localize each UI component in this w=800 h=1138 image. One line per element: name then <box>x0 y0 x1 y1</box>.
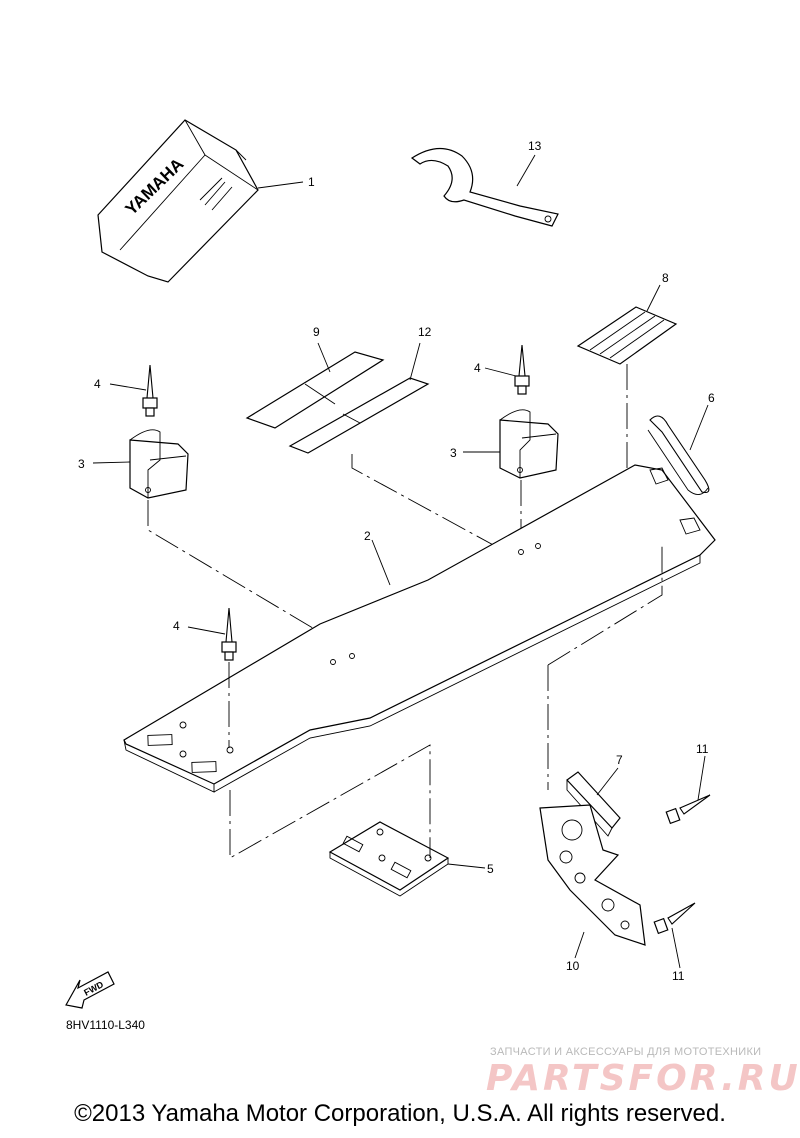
part-5-plate <box>328 821 450 897</box>
callout-10: 10 <box>566 959 580 973</box>
part-3-bracket-right <box>499 409 559 479</box>
part-6-clip <box>647 415 710 495</box>
copyright-notice: ©2013 Yamaha Motor Corporation, U.S.A. A… <box>74 1100 726 1127</box>
watermark-tagline: ЗАПЧАСТИ И АКСЕССУАРЫ ДЛЯ МОТОТЕХНИКИ <box>490 1046 762 1058</box>
part-3-bracket-left <box>129 429 189 499</box>
part-9-label <box>245 351 385 429</box>
callout-11-upper: 11 <box>696 742 709 756</box>
callout-5: 5 <box>487 862 494 876</box>
watermark-logo: PARTSFOR.RU <box>486 1058 800 1099</box>
callout-7: 7 <box>616 753 623 767</box>
part-1-cover: YAMAHA <box>97 119 259 283</box>
callout-2: 2 <box>364 529 371 543</box>
part-4-pin-upper-right <box>514 344 530 395</box>
callout-4-upper-left: 4 <box>94 377 101 391</box>
part-13-wrench <box>410 147 559 227</box>
callout-4-upper-right: 4 <box>474 361 481 375</box>
callout-13: 13 <box>528 139 542 153</box>
diagram-code: 8HV1110-L340 <box>66 1018 145 1032</box>
part-11-rivet-upper <box>665 794 711 825</box>
callout-3-left: 3 <box>78 457 85 471</box>
part-12-label <box>288 377 430 454</box>
callout-4-lower: 4 <box>173 619 180 633</box>
callout-6: 6 <box>708 391 715 405</box>
callout-1: 1 <box>308 175 315 189</box>
part-4-pin-lower <box>221 607 237 661</box>
callout-3-right: 3 <box>450 446 457 460</box>
part-8-pad <box>576 306 678 365</box>
part-4-pin-upper-left <box>142 364 158 417</box>
callout-12: 12 <box>418 325 432 339</box>
callout-11-lower: 11 <box>672 969 685 983</box>
part-10-gusset <box>539 804 646 946</box>
callout-8: 8 <box>662 271 669 285</box>
callout-9: 9 <box>313 325 320 339</box>
fwd-arrow-icon: FWD <box>65 971 115 1009</box>
part-2-plate <box>123 464 716 793</box>
part-11-rivet-lower <box>653 902 696 935</box>
